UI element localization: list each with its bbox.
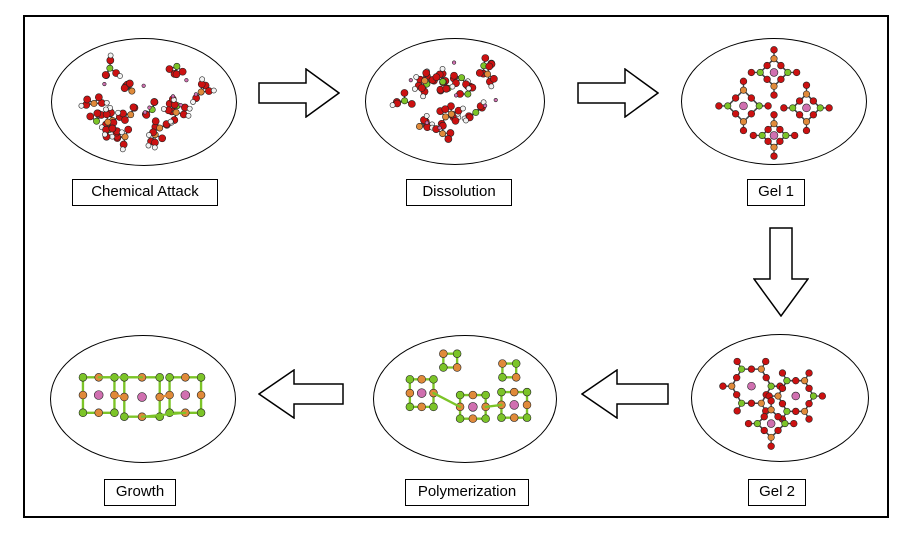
- molecule-gel-1: [715, 46, 833, 160]
- molecule-gel-2: [719, 357, 826, 450]
- label-gel-1: Gel 1: [747, 179, 805, 206]
- arrow-left-icon: [581, 369, 669, 419]
- stage-gel-2: [691, 334, 869, 462]
- stage-gel-1: [681, 38, 867, 165]
- molecule-dissolution: [389, 54, 498, 143]
- molecule-polymerization: [405, 349, 532, 423]
- label-growth: Growth: [104, 479, 176, 506]
- stage-growth: [50, 335, 236, 463]
- label-polymerization: Polymerization: [405, 479, 529, 506]
- arrow-left-icon: [258, 369, 344, 419]
- label-chemical-attack: Chemical Attack: [72, 179, 218, 206]
- stage-chemical-attack: [51, 38, 237, 166]
- label-dissolution: Dissolution: [406, 179, 512, 206]
- arrow-right-icon: [258, 68, 340, 118]
- arrow-down-icon: [753, 227, 809, 317]
- label-gel-2: Gel 2: [748, 479, 806, 506]
- stage-dissolution: [365, 38, 545, 165]
- molecule-growth: [78, 373, 206, 421]
- molecule-chemical-attack: [78, 52, 217, 153]
- arrow-right-icon: [577, 68, 659, 118]
- stage-polymerization: [373, 335, 557, 463]
